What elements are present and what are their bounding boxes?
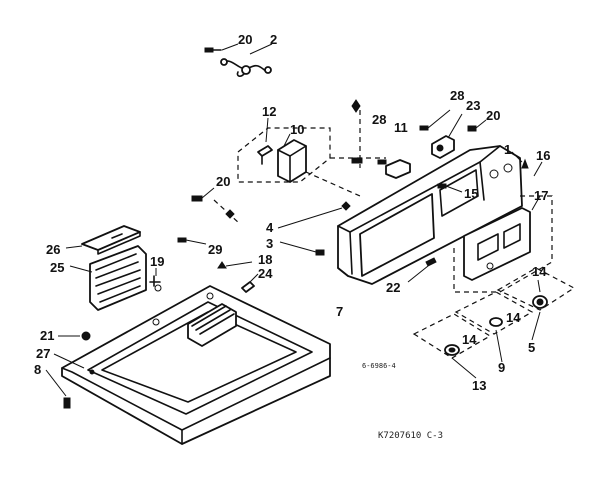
screw-part [63,397,71,409]
part-number-23: 23 [466,98,480,113]
leader-line [221,43,239,51]
knob-part [419,125,477,159]
leader-line [201,187,215,199]
part-number-21: 21 [40,328,54,343]
leader-line [531,195,541,211]
part-number-14: 14 [462,332,477,347]
part-number-17: 17 [534,188,548,203]
knob-outline [454,291,534,335]
leader-line [213,199,241,225]
part-number-1: 1 [504,142,511,157]
leader-line [537,279,541,293]
part-number-12: 12 [262,104,276,119]
part-number-26: 26 [46,242,60,257]
leader-line [265,117,269,143]
control-console-part [337,145,523,285]
clip-part [241,281,255,293]
part-number-20: 20 [486,108,500,123]
leader-line [225,261,253,267]
part-number-10: 10 [290,122,304,137]
bumper-part [81,331,91,341]
part-number-22: 22 [386,280,400,295]
switch-part [385,159,411,179]
leader-line [511,151,523,163]
leader-line [249,43,273,55]
leader-line [277,207,343,229]
part-number-28: 28 [372,112,386,127]
part-number-13: 13 [472,378,486,393]
knob-outline [496,267,576,311]
screw-part [204,47,222,53]
screw-part [177,237,187,243]
part-number-28: 28 [450,88,464,103]
leader-line [279,241,317,253]
part-number-7: 7 [336,304,343,319]
part-number-25: 25 [50,260,64,275]
part-number-20: 20 [238,32,252,47]
part-number-5: 5 [528,340,535,355]
screw-part [341,201,351,211]
leader-line [249,273,259,283]
screw-part [191,195,203,202]
part-number-2: 2 [270,32,277,47]
leader-line [65,245,83,249]
leader-line [283,133,291,147]
part-number-18: 18 [258,252,272,267]
leader-line [451,357,477,379]
leader-line [185,239,207,245]
leader-line [531,311,541,341]
leader-line [427,109,451,129]
screw-part [437,183,447,189]
grille-part [89,245,147,311]
leader-line [475,119,487,129]
knob-outline [412,313,492,359]
part-number-4: 4 [266,220,274,235]
leader-line [407,265,429,283]
knob-part [444,295,548,356]
part-number-19: 19 [150,254,164,269]
leader-line [45,369,67,397]
part-number-14: 14 [506,310,521,325]
timer-outline [453,195,553,293]
part-number-11: 11 [394,120,408,135]
part-number-16: 16 [536,148,550,163]
screw-part [521,158,529,169]
top-panel-part [61,285,331,445]
timer-part [463,207,531,281]
part-number-15: 15 [464,186,478,201]
screw-part [425,257,437,267]
part-number-24: 24 [258,266,273,281]
screw-part [217,261,227,269]
part-number-8: 8 [34,362,41,377]
part-number-14: 14 [532,264,547,279]
screw-part [225,209,235,219]
screw-part [315,249,325,256]
part-number-20: 20 [216,174,230,189]
part-number-27: 27 [36,346,50,361]
leader-line [533,161,543,177]
leader-line [445,185,463,193]
switch-bracket-part [257,139,307,183]
leader-line [447,113,463,139]
part-number-3: 3 [266,236,273,251]
leader-line [53,353,85,369]
part-number-9: 9 [498,360,505,375]
handle-part [81,225,141,255]
wire-harness-part [220,58,272,77]
leader-line [495,329,503,363]
part-number-29: 29 [208,242,222,257]
drawing-code: 6-6986-4 [362,362,396,370]
figure-code: K7207610 C-3 [378,431,443,441]
leader-line [305,171,361,197]
clip-part [149,275,162,292]
leader-line [69,265,93,273]
